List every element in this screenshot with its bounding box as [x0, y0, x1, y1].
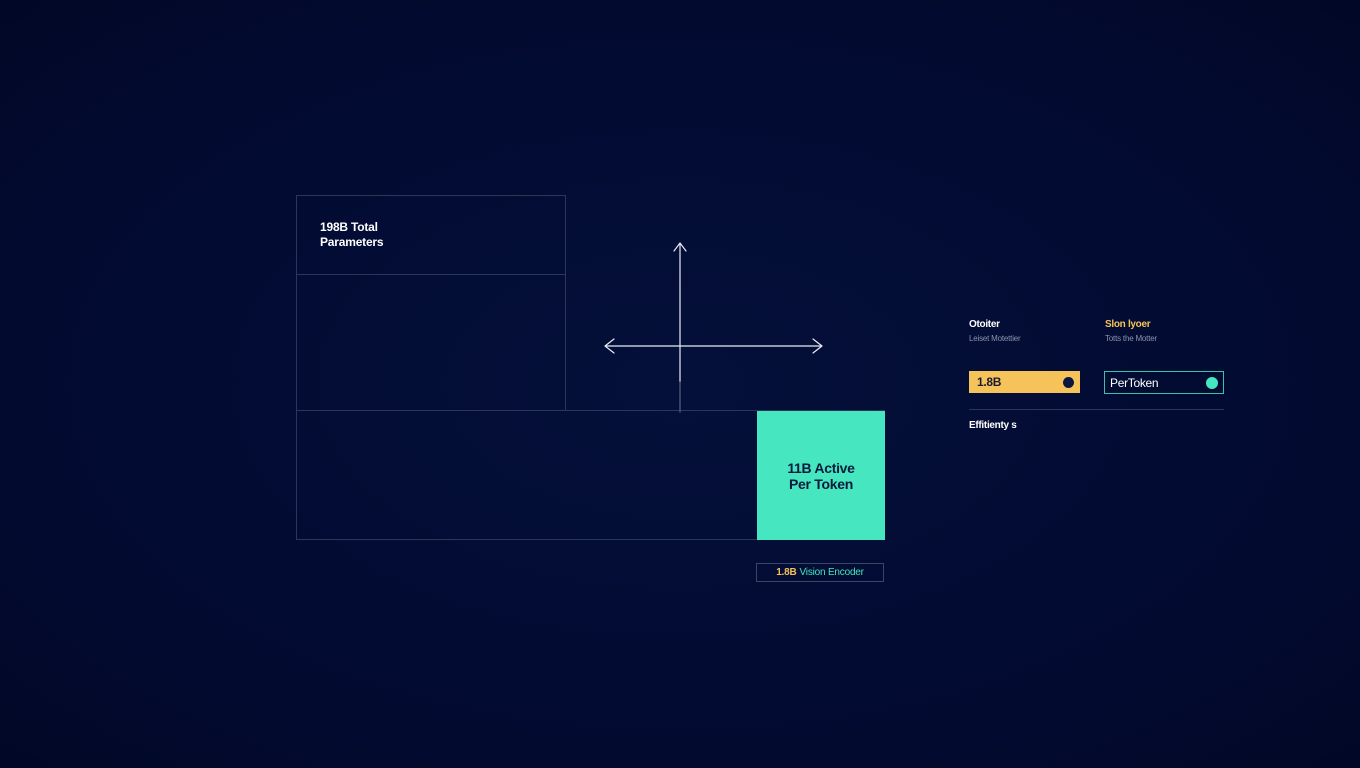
- legend-pill-size-dot-icon: [1063, 376, 1074, 388]
- total-label-line-2: Parameters: [320, 235, 384, 249]
- left-arrow-head: [604, 338, 615, 354]
- legend-col-1-subtitle: Leiset Motettier: [969, 334, 1021, 343]
- legend-divider: [969, 409, 1224, 410]
- legend-pill-size: 1.8B: [969, 371, 1080, 393]
- total-box-divider: [297, 274, 565, 275]
- legend-pill-per-token-dot-icon: [1206, 376, 1218, 389]
- efficiency-label: Effitienty s: [969, 420, 1017, 431]
- up-arrow-head: [673, 242, 687, 252]
- right-arrow-head: [812, 338, 823, 354]
- vision-encoder-tag: 1.8B Vision Encoder: [756, 563, 884, 582]
- active-label-line-2: Per Token: [789, 475, 853, 492]
- axes-arrows: [604, 242, 823, 413]
- vision-encoder-size: 1.8B: [776, 567, 797, 578]
- legend-pill-per-token: PerToken: [1104, 371, 1224, 394]
- active-parameters-box: 11B Active Per Token: [757, 411, 885, 540]
- legend-col-1-title: Otoiter: [969, 319, 1000, 330]
- legend-pill-size-label: 1.8B: [977, 375, 1002, 389]
- legend-pill-per-token-label: PerToken: [1110, 375, 1159, 390]
- legend-col-2-subtitle: Totts the Motter: [1105, 334, 1157, 343]
- legend-col-2-title: Slon lyoer: [1105, 319, 1151, 330]
- total-parameters-label: 198B Total Parameters: [320, 220, 520, 250]
- vision-encoder-label: Vision Encoder: [799, 567, 864, 578]
- active-label-line-1: 11B Active: [787, 459, 855, 476]
- total-label-line-1: 198B Total: [320, 220, 378, 234]
